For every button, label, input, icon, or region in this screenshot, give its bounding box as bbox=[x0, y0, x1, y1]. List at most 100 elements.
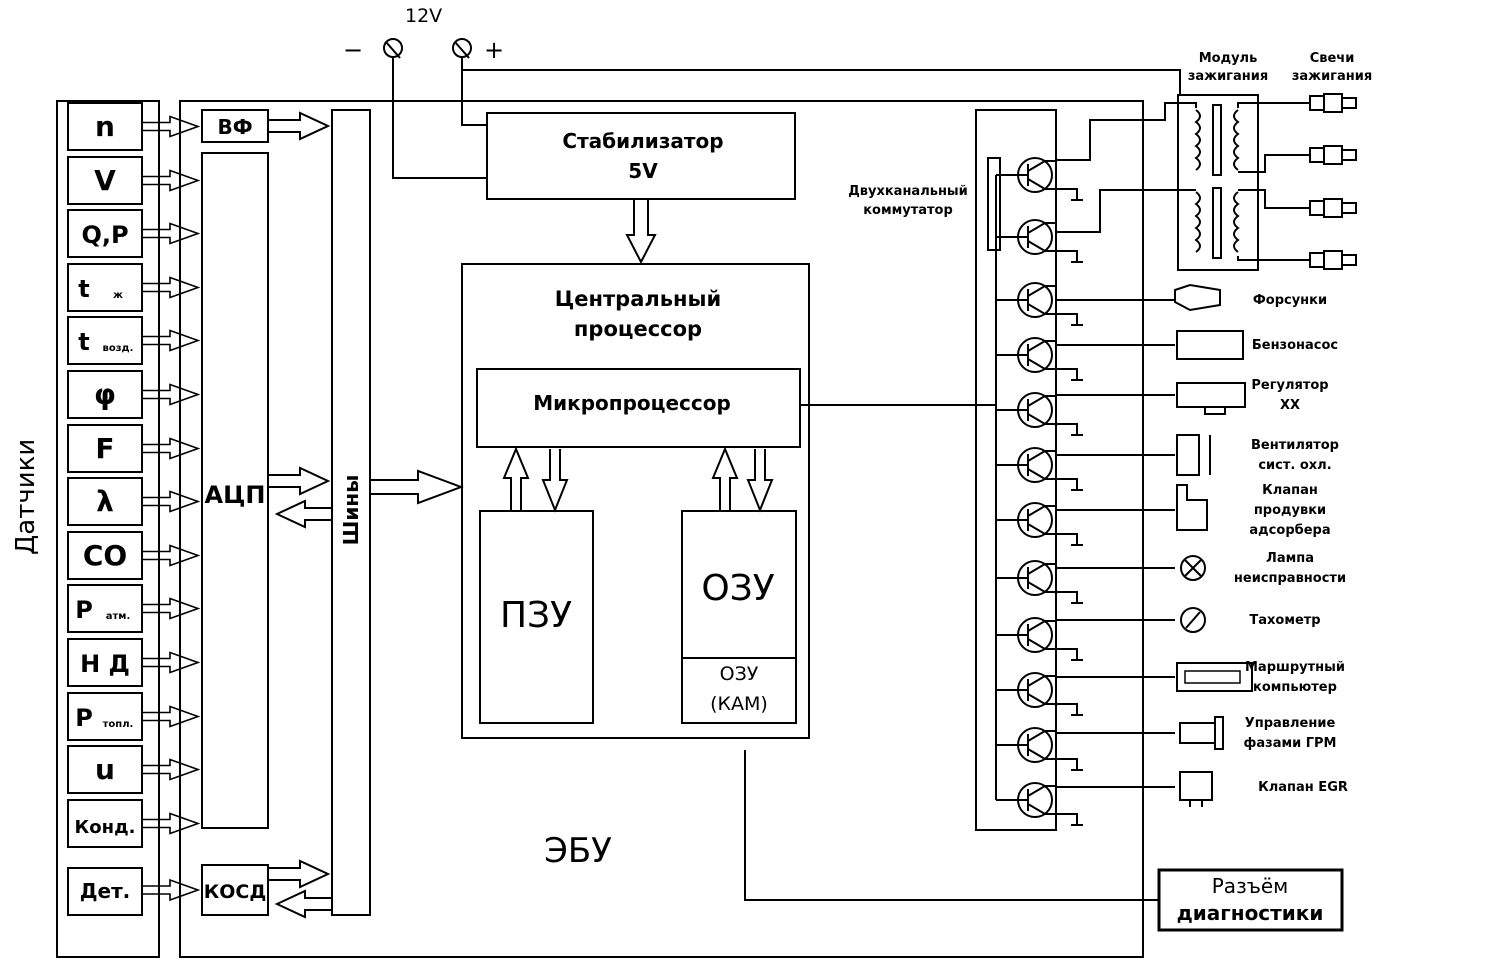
sensor-label: u bbox=[95, 753, 115, 786]
dual-switch-frame bbox=[987, 157, 1001, 251]
ecu-frame bbox=[179, 100, 1144, 958]
sensor-arrow bbox=[142, 115, 201, 138]
sensor-label: P bbox=[75, 704, 93, 732]
knock-sensor-box bbox=[67, 867, 143, 916]
actuator-label: адсорбера bbox=[1249, 523, 1330, 538]
dual-switch-line1: Двухканальный bbox=[848, 184, 968, 199]
actuator-icon bbox=[1174, 283, 1221, 312]
ecu-label: ЭБУ bbox=[544, 831, 612, 871]
data-arrows bbox=[268, 111, 774, 919]
output-transistor bbox=[996, 282, 1083, 326]
sensor-arrow bbox=[142, 276, 201, 299]
sensor-box: t возд. bbox=[67, 316, 143, 365]
microprocessor-block bbox=[476, 368, 801, 448]
vf-block bbox=[201, 109, 269, 143]
actuator-icon bbox=[1176, 330, 1244, 360]
sensor-box: Н Д bbox=[67, 638, 143, 687]
sensor-label: Н Д bbox=[80, 650, 130, 678]
sensor-arrow bbox=[142, 169, 201, 192]
actuator-label: Управление bbox=[1245, 716, 1336, 731]
actuator-label: Клапан EGR bbox=[1258, 780, 1348, 795]
sensor-label: Q,P bbox=[81, 221, 128, 249]
power-wires bbox=[383, 38, 1181, 901]
spark-plugs-line1: Свечи bbox=[1310, 51, 1355, 66]
spark-plugs bbox=[1309, 93, 1357, 270]
ignition-coils bbox=[1056, 102, 1310, 261]
ignition-module-line2: зажигания bbox=[1188, 69, 1268, 84]
actuator-icon bbox=[1176, 382, 1246, 415]
sensor-sublabel: возд. bbox=[103, 343, 134, 354]
spark-plug bbox=[1309, 250, 1357, 270]
actuator-label: Тахометр bbox=[1249, 613, 1320, 628]
sensor-box: F bbox=[67, 424, 143, 473]
sensor-label: P bbox=[75, 596, 93, 624]
output-transistor bbox=[996, 617, 1083, 661]
sensor-box: CO bbox=[67, 531, 143, 580]
sensor-label: Конд. bbox=[75, 817, 136, 838]
stabilizer-block bbox=[486, 112, 796, 200]
kam-line1: ОЗУ bbox=[720, 663, 759, 685]
voltage-label: 12V bbox=[405, 5, 442, 27]
sensor-arrow bbox=[142, 758, 201, 781]
sensor-sublabel: топл. bbox=[103, 719, 134, 730]
adc-label: АЦП bbox=[205, 481, 266, 509]
sensor-sublabel: ж bbox=[113, 290, 123, 301]
sensor-arrow bbox=[142, 222, 201, 245]
sensor-arrow bbox=[142, 651, 201, 674]
sensor-box: λ bbox=[67, 477, 143, 526]
output-transistor bbox=[996, 447, 1083, 491]
ignition-module-line1: Модуль bbox=[1199, 51, 1258, 66]
sensor-box: V bbox=[67, 156, 143, 205]
sensor-arrow bbox=[142, 597, 201, 620]
actuator-icon bbox=[1180, 555, 1206, 581]
actuator-icon bbox=[1180, 607, 1206, 633]
output-transistor bbox=[996, 727, 1083, 771]
sensor-label: F bbox=[95, 432, 114, 465]
diag-line1: Разъём bbox=[1212, 874, 1288, 898]
bus-label: Шины bbox=[339, 475, 363, 546]
sensor-arrow bbox=[142, 490, 201, 513]
actuator-label: Форсунки bbox=[1253, 293, 1327, 308]
actuator-icon bbox=[1179, 716, 1224, 750]
actuator-label: продувки bbox=[1254, 503, 1326, 518]
actuator-label: Клапан bbox=[1262, 483, 1318, 498]
sensors-frame bbox=[56, 100, 160, 958]
knock-sensor-label: Дет. bbox=[80, 879, 131, 903]
sensor-label: CO bbox=[83, 539, 127, 572]
output-transistor bbox=[996, 219, 1083, 263]
sensor-box: u bbox=[67, 745, 143, 794]
adc-block bbox=[201, 152, 269, 829]
sensor-label: t bbox=[78, 328, 89, 356]
sensor-label: λ bbox=[96, 485, 114, 518]
stabilizer-line2: 5V bbox=[628, 159, 658, 183]
sensor-arrow bbox=[142, 544, 201, 567]
sensor-box: n bbox=[67, 102, 143, 151]
actuator-label: фазами ГРМ bbox=[1243, 736, 1336, 751]
sensor-arrow bbox=[142, 383, 201, 406]
ignition-module-frame bbox=[1177, 94, 1259, 271]
actuator-label: Вентилятор bbox=[1251, 438, 1339, 453]
output-transistor bbox=[996, 157, 1083, 201]
cpu-line2: процессор bbox=[574, 317, 702, 341]
spark-plug bbox=[1309, 198, 1357, 218]
kam-line2: (КАМ) bbox=[710, 693, 768, 715]
output-transistor bbox=[996, 392, 1083, 436]
actuator-label: Бензонасос bbox=[1252, 338, 1338, 353]
knock-sensor-arrow bbox=[142, 878, 201, 902]
sensor-label: n bbox=[95, 110, 115, 143]
sensor-label: t bbox=[78, 275, 89, 303]
output-transistor bbox=[996, 560, 1083, 604]
actuator-icon bbox=[1179, 771, 1213, 807]
actuator-label: Регулятор bbox=[1251, 378, 1328, 393]
actuator-icon bbox=[1176, 662, 1253, 692]
sensor-box: Конд. bbox=[67, 799, 143, 848]
rom-label: ПЗУ bbox=[500, 595, 572, 636]
actuator-label: сист. охл. bbox=[1258, 458, 1331, 473]
actuator-label: компьютер bbox=[1253, 680, 1337, 695]
kam-block bbox=[681, 657, 797, 724]
sensor-arrow bbox=[142, 812, 201, 835]
